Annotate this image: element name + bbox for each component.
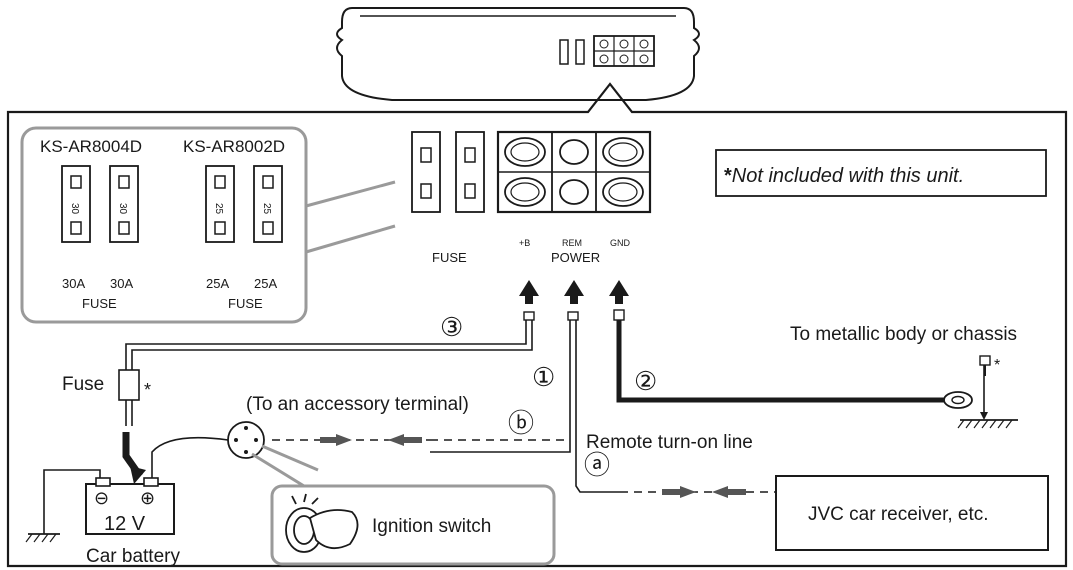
- amp-label-3: 25A: [206, 276, 229, 291]
- detail-frame: [6, 82, 1068, 568]
- note-box: *Not included with this unit.: [715, 149, 1047, 197]
- amp-label-1: 30A: [62, 276, 85, 291]
- terminal-gnd: GND: [610, 238, 631, 248]
- model-ks-ar8002d: KS-AR8002D: [183, 137, 285, 156]
- wire-end-gnd: [613, 309, 625, 321]
- fuse-25a-2: 25: [253, 165, 283, 243]
- fuse-value: 25: [213, 203, 224, 215]
- fuse-asterisk: *: [144, 380, 151, 400]
- receiver-box: JVC car receiver, etc.: [775, 475, 1049, 551]
- battery-label: Car battery: [86, 546, 180, 567]
- arrow-rem: [564, 280, 584, 304]
- battery-power-wire: [125, 316, 533, 370]
- terminal-rem: REM: [562, 238, 582, 248]
- receiver-label: JVC car receiver, etc.: [808, 504, 989, 525]
- screw-asterisk: *: [994, 357, 1000, 374]
- arrow-gnd: [609, 280, 629, 304]
- fuse-caption-left: FUSE: [82, 296, 117, 311]
- car-battery: ⊖ ⊕ 12 V: [85, 477, 175, 535]
- key-icon: [285, 493, 359, 553]
- svg-text:*Not included with this unit.: *Not included with this unit.: [724, 165, 964, 187]
- fuse-25a-1: 25: [205, 165, 235, 243]
- fuse-value: 30: [69, 203, 80, 215]
- metallic-body-label: To metallic body or chassis: [790, 324, 1017, 345]
- fuse-value: 25: [261, 203, 272, 215]
- terminal-arrows: [519, 280, 629, 304]
- amp-fuse-label: FUSE: [432, 250, 467, 265]
- power-label: POWER: [551, 250, 600, 265]
- amp-label-2: 30A: [110, 276, 133, 291]
- note-asterisk: *: [724, 165, 732, 187]
- fuse-value: 30: [117, 203, 128, 215]
- remote-wire: [430, 316, 620, 493]
- model-ks-ar8004d: KS-AR8004D: [40, 137, 142, 156]
- step-b: ⓑ: [508, 408, 534, 438]
- accessory-label: (To an accessory terminal): [246, 394, 469, 415]
- amp-label-4: 25A: [254, 276, 277, 291]
- inline-fuse: [118, 369, 140, 426]
- step-3: ③: [440, 312, 463, 342]
- terminal-plus-b: +B: [519, 238, 530, 248]
- fuse-callout: KS-AR8004D KS-AR8002D 30 30 25 25 30A: [20, 126, 396, 324]
- screw-icon: [979, 355, 991, 376]
- chassis-ground: [943, 360, 1018, 429]
- ignition-terminal: [227, 421, 265, 459]
- fuse-30a-1: 30: [61, 165, 91, 243]
- battery-ground: [25, 469, 101, 543]
- step-a: ⓐ: [584, 450, 610, 480]
- ignition-label: Ignition switch: [372, 516, 491, 537]
- receiver-arrows: [662, 486, 746, 498]
- wire-end-plus-b: [523, 311, 535, 321]
- battery-minus: ⊖: [94, 488, 109, 508]
- fuse-30a-2: 30: [109, 165, 139, 243]
- ground-wire: [616, 316, 944, 403]
- amplifier-unit: [336, 7, 700, 101]
- battery-voltage: 12 V: [104, 513, 146, 535]
- fuse-caption-right: FUSE: [228, 296, 263, 311]
- ignition-callout: Ignition switch: [251, 444, 556, 566]
- wire-end-rem: [567, 311, 579, 321]
- accessory-arrows: [320, 434, 422, 446]
- battery-plus: ⊕: [140, 488, 155, 508]
- step-2: ②: [634, 366, 657, 396]
- note-text: Not included with this unit.: [732, 165, 964, 187]
- fuse-label: Fuse: [62, 374, 104, 395]
- arrow-plus-b: [519, 280, 539, 304]
- amp-fuses: [411, 131, 485, 213]
- terminal-block: [496, 130, 652, 214]
- step-1: ①: [532, 362, 555, 392]
- remote-line-label: Remote turn-on line: [586, 432, 753, 453]
